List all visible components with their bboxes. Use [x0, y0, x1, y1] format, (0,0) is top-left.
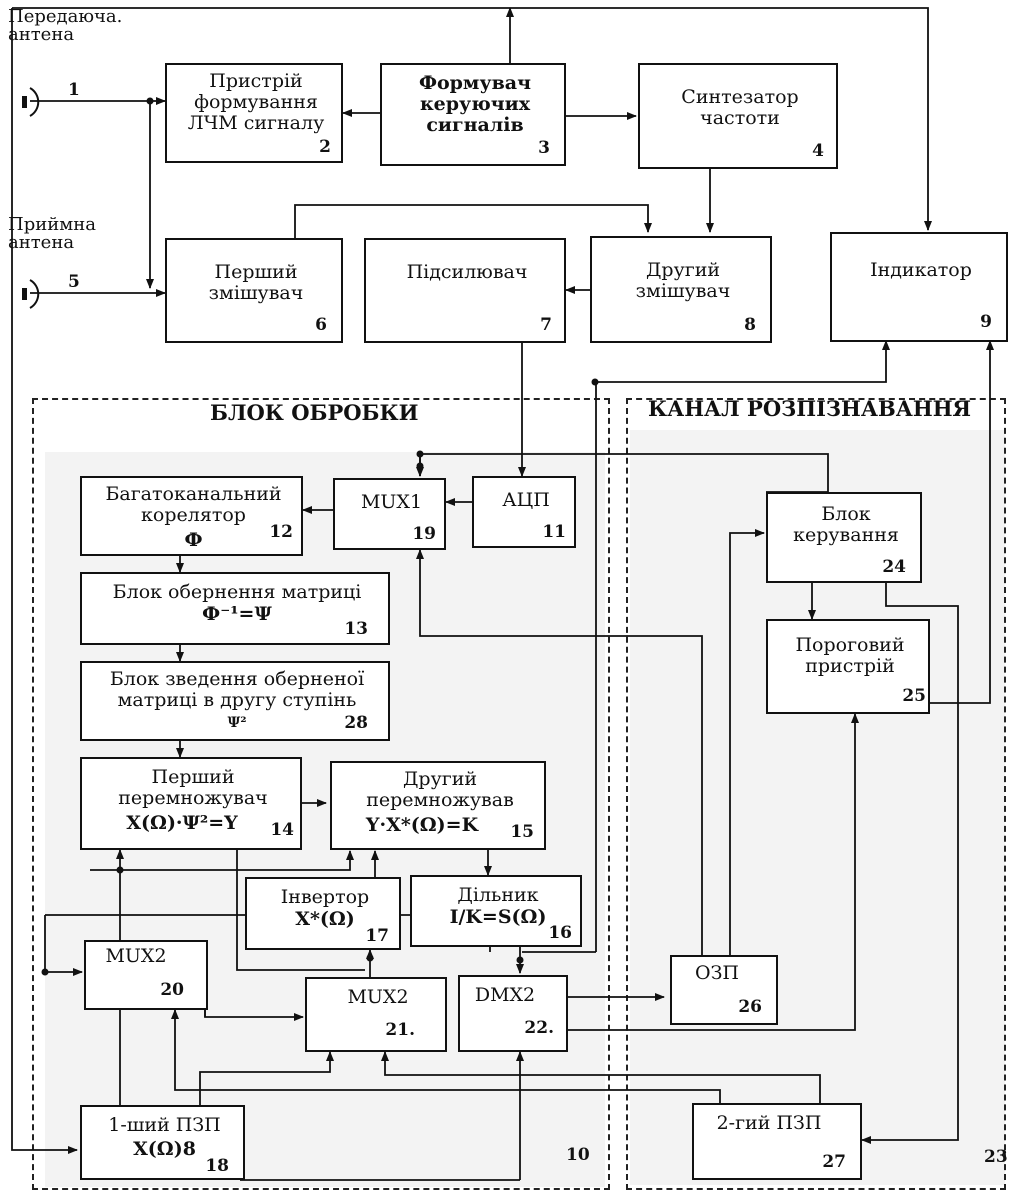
threshold-device: Пороговий пристрій 25 — [766, 619, 930, 714]
first-mixer: Перший змішувач 6 — [165, 238, 343, 343]
indicator: Індикатор 9 — [830, 232, 1008, 342]
amplifier: Підсилювач 7 — [364, 238, 566, 343]
first-rom: 1-ший ПЗП X(Ω)8 18 — [80, 1105, 245, 1180]
processing-unit-number: 10 — [566, 1145, 590, 1165]
control-signal-former: Формувач керуючих сигналів 3 — [380, 63, 566, 166]
antenna-1-number: 1 — [68, 80, 80, 100]
inverter: Інвертор X*(Ω) 17 — [245, 877, 401, 950]
rx-antenna-icon — [22, 279, 40, 309]
antenna-5-number: 5 — [68, 272, 80, 292]
control-unit: Блок керування 24 — [766, 492, 922, 583]
lfm-signal-former: Пристрій формування ЛЧМ сигналу 2 — [165, 63, 343, 163]
ram: ОЗП 26 — [670, 955, 778, 1025]
matrix-square-block: Блок зведення оберненої матриці в другу … — [80, 661, 390, 741]
frequency-synthesizer: Синтезатор частоти 4 — [638, 63, 838, 169]
tx-antenna-icon — [22, 87, 40, 117]
mux2-center: MUX2 21. — [305, 977, 447, 1052]
matrix-inversion-block: Блок обернення матриці Ф⁻¹=Ψ 13 — [80, 572, 390, 645]
first-multiplier: Перший перемножувач X(Ω)·Ψ²=Y 14 — [80, 757, 302, 850]
rx-antenna-label: Приймна антена — [8, 214, 96, 253]
recognition-channel-number: 23 — [984, 1147, 1008, 1167]
mux1: MUX1 19 — [333, 478, 446, 550]
recognition-channel-title: КАНАЛ РОЗПІЗНАВАННЯ — [648, 396, 972, 421]
mux2-left: MUX2 20 — [84, 940, 208, 1010]
multichannel-correlator: Багатоканальний корелятор Ф 12 — [80, 476, 303, 556]
second-multiplier: Другий перемножував Y·X*(Ω)=K 15 — [330, 761, 546, 850]
adc: АЦП 11 — [472, 476, 576, 548]
dmx2: DMX2 22. — [458, 975, 568, 1052]
divider: Дільник I/K=S(Ω) 16 — [410, 875, 582, 947]
second-mixer: Другий змішувач 8 — [590, 236, 772, 343]
tx-antenna-label: Передаюча. антена — [8, 6, 123, 45]
recognition-channel-frame — [626, 398, 1006, 1190]
processing-unit-title: БЛОК ОБРОБКИ — [210, 400, 419, 425]
processing-unit-frame — [32, 398, 610, 1190]
second-rom: 2-гий ПЗП 27 — [692, 1103, 862, 1180]
